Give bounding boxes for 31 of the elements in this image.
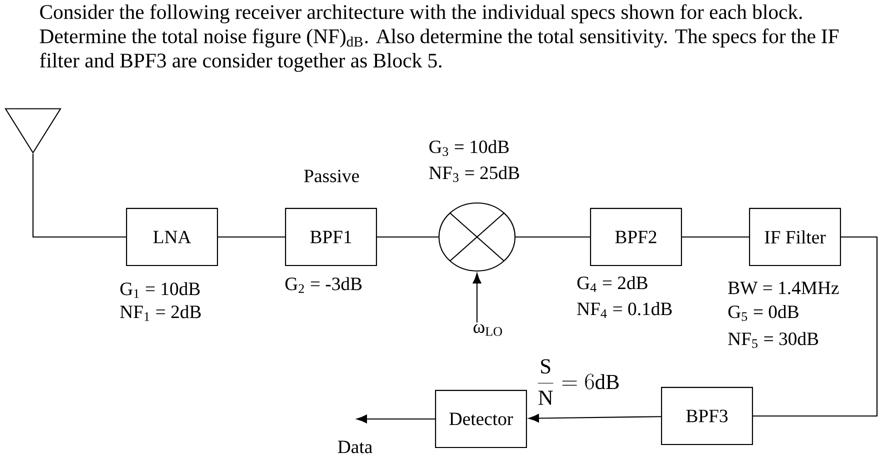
arrow	[472, 273, 482, 322]
mixer-symbol	[438, 202, 516, 272]
spec-label: G$_{3}$ = 10dB	[429, 140, 509, 156]
connector-line	[377, 236, 438, 238]
block-box: BPF3	[661, 386, 753, 446]
block-box: IF Filter	[749, 208, 841, 266]
spec-label: G$_{1}$ = 10dB	[120, 282, 200, 298]
connector-line	[218, 236, 285, 238]
arrow	[356, 414, 435, 424]
connector-line	[753, 236, 878, 417]
title-text: Consider the following receiver architecture with the individual specs shown for each block. Determine the total noise figure (NF)$_{dB}$. Also determine the total sensitivity. The specs for the IF filter and BPF3 are consider together as Block 5.	[40, 4, 839, 72]
connector-line	[516, 236, 590, 238]
spec-label: NF$_{4}$ = 0.1dB	[577, 302, 672, 318]
signal-label: ω$_{LO}$	[474, 324, 502, 336]
block-box: BPF2	[590, 208, 682, 266]
spec-label: Passive	[304, 170, 359, 182]
signal-label: Data	[338, 440, 372, 454]
block-box: LNA	[126, 208, 218, 266]
edge-label: $\frac{\mathrm{S}}{\mathrm{N}} = 6\mathrm{dB}$	[538, 359, 619, 405]
spec-label: G$_{4}$ = 2dB	[577, 276, 648, 292]
connector-line	[32, 154, 126, 238]
spec-label: NF$_{5}$ = 30dB	[728, 332, 818, 348]
block-box: BPF1	[285, 208, 377, 266]
spec-label: G$_{5}$ = 0dB	[728, 305, 798, 321]
spec-label: NF$_{3}$ = 25dB	[429, 166, 520, 182]
arrow	[528, 414, 661, 422]
spec-label: NF$_{1}$ = 2dB	[120, 305, 201, 321]
spec-label: G$_{2}$ = -3dB	[285, 277, 362, 293]
spec-label: BW = 1.4MHz	[728, 282, 839, 294]
connector-line	[682, 236, 749, 238]
block-box: Detector	[435, 390, 527, 448]
